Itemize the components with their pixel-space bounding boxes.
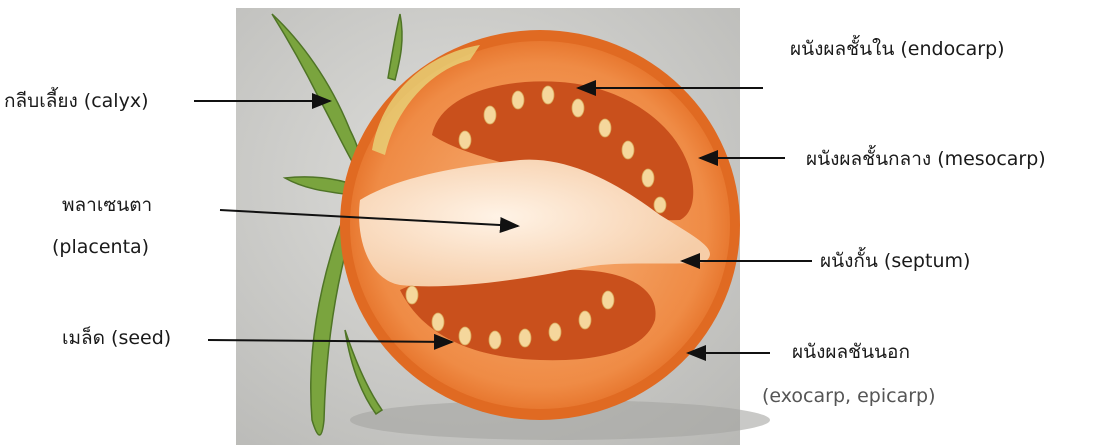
label-exocarp-thai: ผนังผลชันนอก [792, 340, 910, 364]
label-septum: ผนังกั้น (septum) [820, 249, 970, 273]
label-placenta-english: (placenta) [52, 235, 149, 259]
label-calyx: กลีบเลี้ยง (calyx) [4, 89, 148, 113]
label-endocarp: ผนังผลชั้นใน (endocarp) [790, 37, 1005, 61]
label-exocarp-english: (exocarp, epicarp) [762, 384, 936, 408]
label-placenta-thai: พลาเซนตา [62, 193, 152, 217]
label-mesocarp: ผนังผลชั้นกลาง (mesocarp) [806, 147, 1046, 171]
label-seed: เมล็ด (seed) [62, 326, 171, 350]
